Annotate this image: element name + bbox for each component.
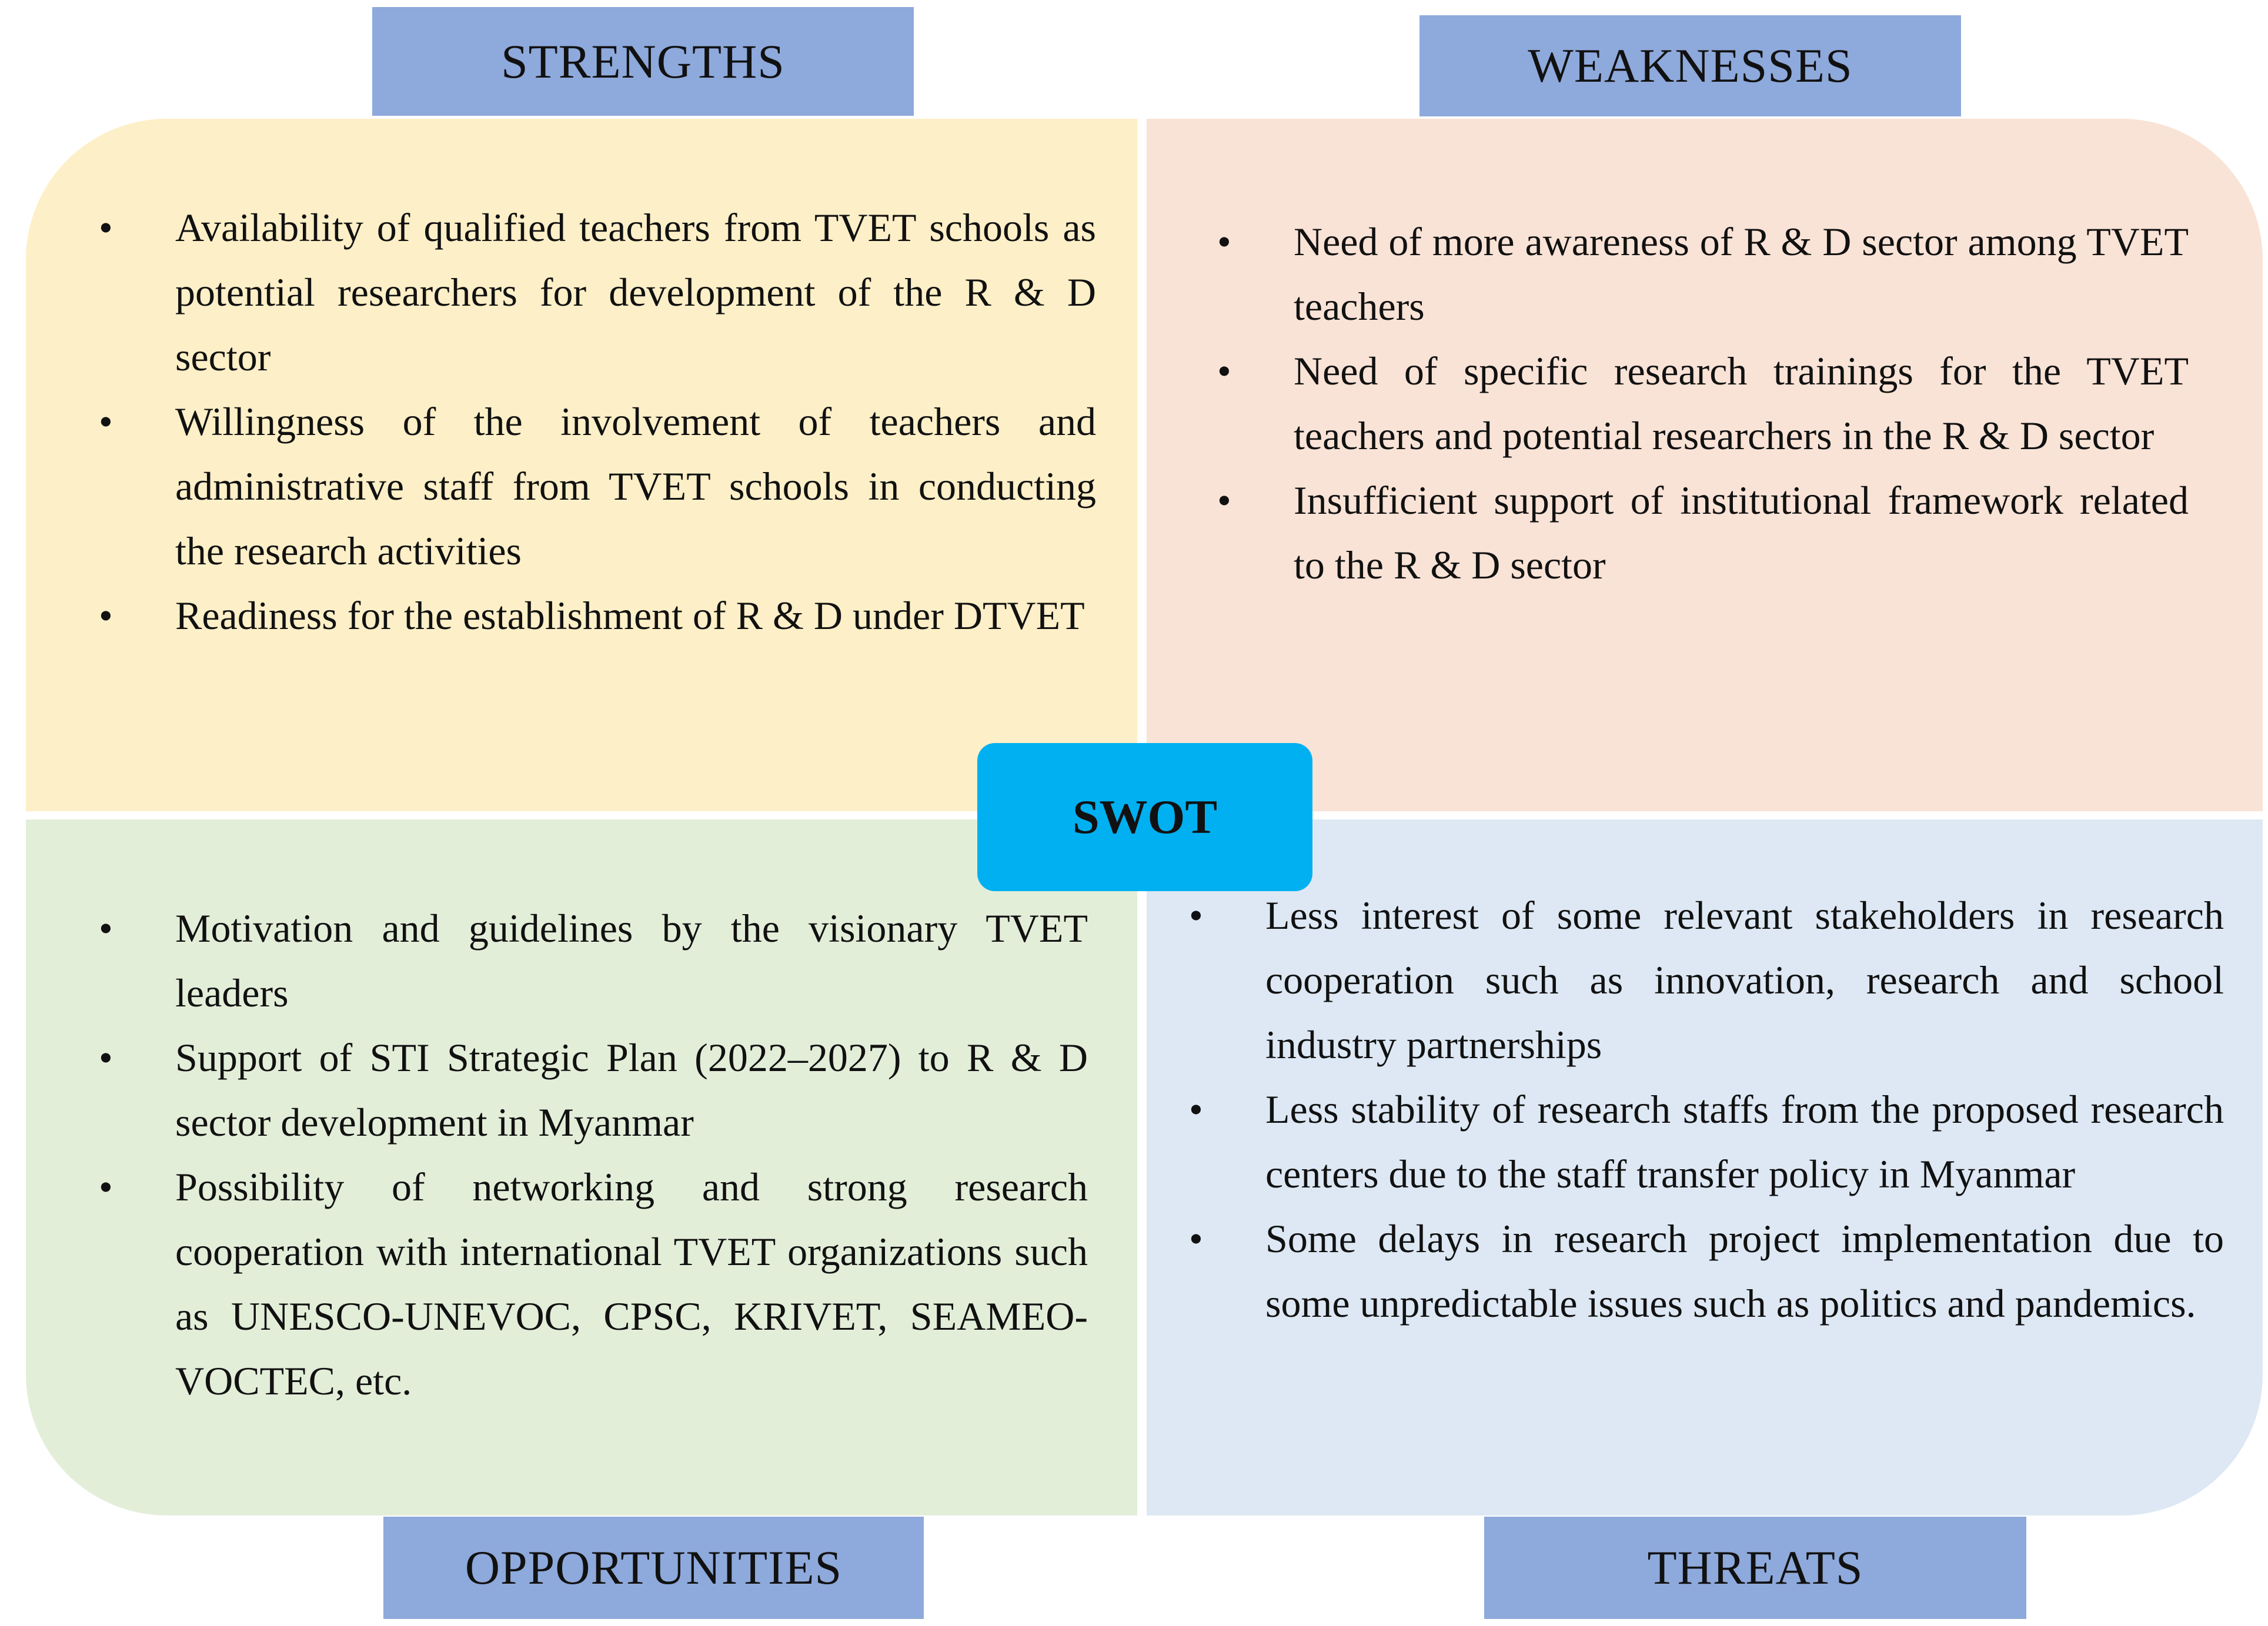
bullet-icon: • xyxy=(1217,478,1231,523)
bullet-icon: • xyxy=(99,593,113,638)
threats-item-text: Some delays in research project implemen… xyxy=(1265,1216,2224,1326)
weaknesses-list: • Need of more awareness of R & D sector … xyxy=(1210,209,2189,597)
bullet-icon: • xyxy=(1189,1087,1203,1132)
bullet-icon: • xyxy=(1217,349,1231,393)
threats-quadrant xyxy=(1147,819,2263,1515)
weaknesses-item-text: Need of specific research trainings for … xyxy=(1294,349,2189,458)
list-item: • Less stability of research staffs from … xyxy=(1182,1077,2224,1206)
weaknesses-item-text: Insufficient support of institutional fr… xyxy=(1294,478,2189,587)
list-item: • Readiness for the establishment of R & … xyxy=(92,583,1096,648)
opportunities-item-text: Possibility of networking and strong res… xyxy=(175,1165,1088,1403)
opportunities-item-text: Motivation and guidelines by the visiona… xyxy=(175,906,1088,1015)
opportunities-list: • Motivation and guidelines by the vision… xyxy=(92,896,1088,1413)
list-item: • Possibility of networking and strong re… xyxy=(92,1155,1088,1413)
strengths-header: STRENGTHS xyxy=(372,7,914,116)
threats-header: THREATS xyxy=(1484,1517,2026,1619)
weaknesses-header: WEAKNESSES xyxy=(1419,15,1961,116)
bullet-icon: • xyxy=(99,1035,113,1080)
opportunities-item-text: Support of STI Strategic Plan (2022–2027… xyxy=(175,1035,1088,1145)
threats-item-text: Less interest of some relevant stakehold… xyxy=(1265,893,2224,1067)
list-item: • Willingness of the involvement of teach… xyxy=(92,389,1096,583)
bullet-icon: • xyxy=(99,399,113,444)
bullet-icon: • xyxy=(1189,893,1203,938)
opportunities-header: OPPORTUNITIES xyxy=(383,1517,924,1619)
threats-list: • Less interest of some relevant stakehol… xyxy=(1182,883,2224,1336)
list-item: • Insufficient support of institutional f… xyxy=(1210,468,2189,597)
bullet-icon: • xyxy=(1189,1216,1203,1261)
swot-center-label: SWOT xyxy=(977,743,1312,891)
list-item: • Availability of qualified teachers from… xyxy=(92,195,1096,389)
list-item: • Some delays in research project impleme… xyxy=(1182,1206,2224,1336)
list-item: • Less interest of some relevant stakehol… xyxy=(1182,883,2224,1077)
weaknesses-quadrant xyxy=(1147,119,2263,811)
list-item: • Motivation and guidelines by the vision… xyxy=(92,896,1088,1025)
bullet-icon: • xyxy=(99,906,113,951)
strengths-item-text: Availability of qualified teachers from … xyxy=(175,205,1096,379)
list-item: • Support of STI Strategic Plan (2022–202… xyxy=(92,1025,1088,1155)
bullet-icon: • xyxy=(99,1165,113,1209)
list-item: • Need of more awareness of R & D sector … xyxy=(1210,209,2189,339)
list-item: • Need of specific research trainings for… xyxy=(1210,339,2189,468)
opportunities-quadrant xyxy=(26,819,1137,1515)
weaknesses-item-text: Need of more awareness of R & D sector a… xyxy=(1294,219,2189,329)
strengths-item-text: Willingness of the involvement of teache… xyxy=(175,399,1096,573)
strengths-quadrant xyxy=(26,119,1137,811)
threats-item-text: Less stability of research staffs from t… xyxy=(1265,1087,2224,1196)
bullet-icon: • xyxy=(1217,219,1231,264)
bullet-icon: • xyxy=(99,205,113,250)
strengths-item-text: Readiness for the establishment of R & D… xyxy=(175,593,1085,638)
strengths-list: • Availability of qualified teachers from… xyxy=(92,195,1096,648)
